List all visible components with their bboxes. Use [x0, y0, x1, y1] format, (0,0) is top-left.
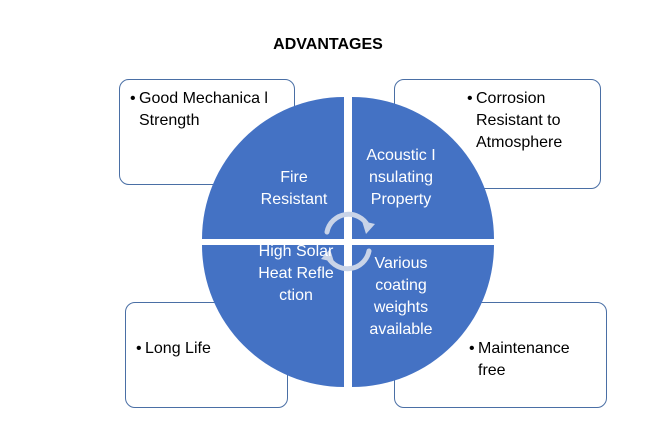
bullet-dot-icon: •: [130, 90, 136, 107]
quadrant-top-left: [202, 97, 344, 239]
quadrant-bottom-right: [352, 245, 494, 387]
quadrant-bottom-left: [202, 245, 344, 387]
arrow-head-icon: [362, 221, 375, 234]
bullet-bottom-right: • Maintenance free: [469, 338, 598, 382]
bullet-text: Maintenance free: [478, 340, 570, 379]
bullet-top-right: • Corrosion Resistant to Atmosphere: [467, 88, 596, 154]
bullet-text: Long Life: [145, 340, 211, 357]
bullet-text: Corrosion Resistant to Atmosphere: [476, 90, 563, 151]
quadrant-text-top-right: Acoustic Insulating Property: [366, 147, 436, 208]
diagram-title: ADVANTAGES: [273, 36, 383, 53]
bullet-dot-icon: •: [469, 340, 475, 357]
quadrant-top-right: [352, 97, 494, 239]
bullet-text: Good Mechanica l Strength: [139, 90, 268, 129]
cycle-arrows-icon: [324, 211, 372, 272]
quadrant-text-bottom-right: Various coating weights available: [369, 255, 433, 338]
bullet-dot-icon: •: [136, 340, 142, 357]
bullet-bottom-left: • Long Life: [136, 338, 275, 360]
arrow-head-icon: [321, 249, 334, 262]
bullet-top-left: • Good Mechanica l Strength: [130, 88, 289, 132]
quadrant-text-bottom-left: High Solar Heat Reflection: [258, 243, 334, 304]
bullet-dot-icon: •: [467, 90, 473, 107]
quadrant-text-top-left: Fire Resistant: [260, 169, 328, 208]
